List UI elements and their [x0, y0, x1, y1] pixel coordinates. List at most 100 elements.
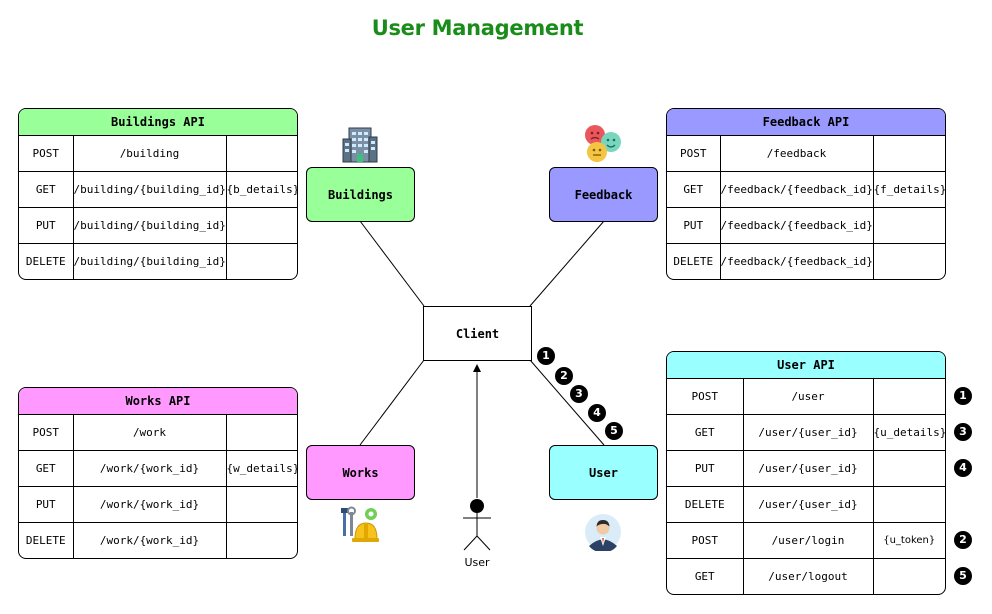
- method-cell: POST: [19, 415, 74, 451]
- return-cell: [225, 486, 297, 523]
- buildings-api-table: Buildings API POST/building GET/building…: [18, 108, 298, 280]
- return-cell: {u_details}: [872, 414, 945, 451]
- works-api-table: Works API POST/work GET/work/{work_id}{w…: [18, 387, 298, 559]
- path-cell: /user/logout: [742, 558, 874, 594]
- user-api-table: User API POST/user GET/user/{user_id}{u_…: [666, 351, 946, 595]
- path-cell: /work/{work_id}: [72, 522, 227, 558]
- method-cell: PUT: [667, 450, 744, 487]
- step-badge: 2: [954, 531, 972, 549]
- table-row: POST/user/login{u_token}: [667, 522, 945, 559]
- table-row: PUT/feedback/{feedback_id}: [667, 207, 945, 244]
- businessman-avatar-icon: [585, 514, 621, 551]
- link-user-client: [529, 359, 605, 446]
- method-cell: PUT: [19, 207, 74, 244]
- feedback-node[interactable]: Feedback: [549, 167, 658, 222]
- sequence-badge: 5: [605, 422, 623, 440]
- return-cell: {u_token}: [872, 522, 945, 559]
- method-cell: DELETE: [667, 486, 744, 523]
- works-node[interactable]: Works: [306, 445, 415, 500]
- path-cell: /user/{user_id}: [742, 414, 874, 451]
- path-cell: /user: [742, 379, 874, 415]
- return-cell: [872, 486, 945, 523]
- step-badge: 3: [954, 423, 972, 441]
- link-buildings-client: [359, 220, 425, 307]
- table-row: GET/work/{work_id}{w_details}: [19, 450, 297, 487]
- path-cell: /building/{building_id}: [72, 243, 227, 279]
- method-cell: DELETE: [19, 243, 74, 279]
- return-cell: {b_details}: [225, 171, 297, 208]
- path-cell: /feedback/{feedback_id}: [719, 243, 874, 279]
- feedback-api-table: Feedback API POST/feedback GET/feedback/…: [666, 108, 946, 280]
- buildings-node[interactable]: Buildings: [306, 167, 415, 222]
- user-node[interactable]: User: [549, 445, 658, 500]
- table-row: POST/feedback: [667, 136, 945, 172]
- sequence-badge: 3: [570, 385, 588, 403]
- path-cell: /building/{building_id}: [72, 207, 227, 244]
- path-cell: /work/{work_id}: [72, 486, 227, 523]
- office-building-icon: [342, 127, 378, 163]
- page-title: User Management: [371, 16, 584, 40]
- link-works-client: [359, 359, 425, 446]
- method-cell: POST: [19, 136, 74, 172]
- table-row: PUT/user/{user_id}: [667, 450, 945, 487]
- tools-hardhat-icon: [341, 506, 379, 542]
- path-cell: /feedback/{feedback_id}: [719, 207, 874, 244]
- table-row: POST/user: [667, 379, 945, 415]
- return-cell: [225, 522, 297, 558]
- table-row: PUT/building/{building_id}: [19, 207, 297, 244]
- method-cell: DELETE: [667, 243, 721, 279]
- path-cell: /building/{building_id}: [72, 171, 227, 208]
- table-row: GET/building/{building_id}{b_details}: [19, 171, 297, 208]
- table-row: POST/work: [19, 415, 297, 451]
- path-cell: /user/login: [742, 522, 874, 559]
- return-cell: [225, 243, 297, 279]
- method-cell: GET: [19, 450, 74, 487]
- method-cell: POST: [667, 522, 744, 559]
- path-cell: /feedback: [719, 136, 874, 172]
- table-row: DELETE/user/{user_id}: [667, 486, 945, 523]
- method-cell: PUT: [19, 486, 74, 523]
- user-api-title: User API: [667, 352, 945, 379]
- sequence-badge: 1: [537, 347, 555, 365]
- actor-label: User: [464, 556, 490, 569]
- table-row: DELETE/work/{work_id}: [19, 522, 297, 558]
- table-row: GET/user/logout: [667, 558, 945, 594]
- table-row: POST/building: [19, 136, 297, 172]
- path-cell: /work: [72, 415, 227, 451]
- step-badge: 1: [954, 387, 972, 405]
- method-cell: DELETE: [19, 522, 74, 558]
- method-cell: POST: [667, 136, 721, 172]
- return-cell: [225, 415, 297, 451]
- return-cell: [225, 207, 297, 244]
- works-api-title: Works API: [19, 388, 297, 415]
- table-row: GET/feedback/{feedback_id}{f_details}: [667, 171, 945, 208]
- return-cell: [872, 136, 945, 172]
- method-cell: GET: [19, 171, 74, 208]
- table-row: DELETE/building/{building_id}: [19, 243, 297, 279]
- stick-figure-actor-icon: [463, 499, 491, 551]
- method-cell: GET: [667, 414, 744, 451]
- client-node[interactable]: Client: [423, 306, 532, 361]
- return-cell: [225, 136, 297, 172]
- sequence-badge: 2: [555, 367, 573, 385]
- path-cell: /building: [72, 136, 227, 172]
- table-row: GET/user/{user_id}{u_details}: [667, 414, 945, 451]
- path-cell: /user/{user_id}: [742, 486, 874, 523]
- return-cell: [872, 558, 945, 594]
- return-cell: {w_details}: [225, 450, 297, 487]
- emoji-faces-icon: [585, 125, 621, 162]
- method-cell: GET: [667, 171, 721, 208]
- feedback-api-title: Feedback API: [667, 109, 945, 136]
- return-cell: [872, 243, 945, 279]
- return-cell: [872, 207, 945, 244]
- return-cell: [872, 450, 945, 487]
- table-row: DELETE/feedback/{feedback_id}: [667, 243, 945, 279]
- step-badge: 4: [954, 459, 972, 477]
- method-cell: GET: [667, 558, 744, 594]
- method-cell: PUT: [667, 207, 721, 244]
- return-cell: [872, 379, 945, 415]
- sequence-badge: 4: [588, 404, 606, 422]
- path-cell: /user/{user_id}: [742, 450, 874, 487]
- link-feedback-client: [529, 220, 605, 307]
